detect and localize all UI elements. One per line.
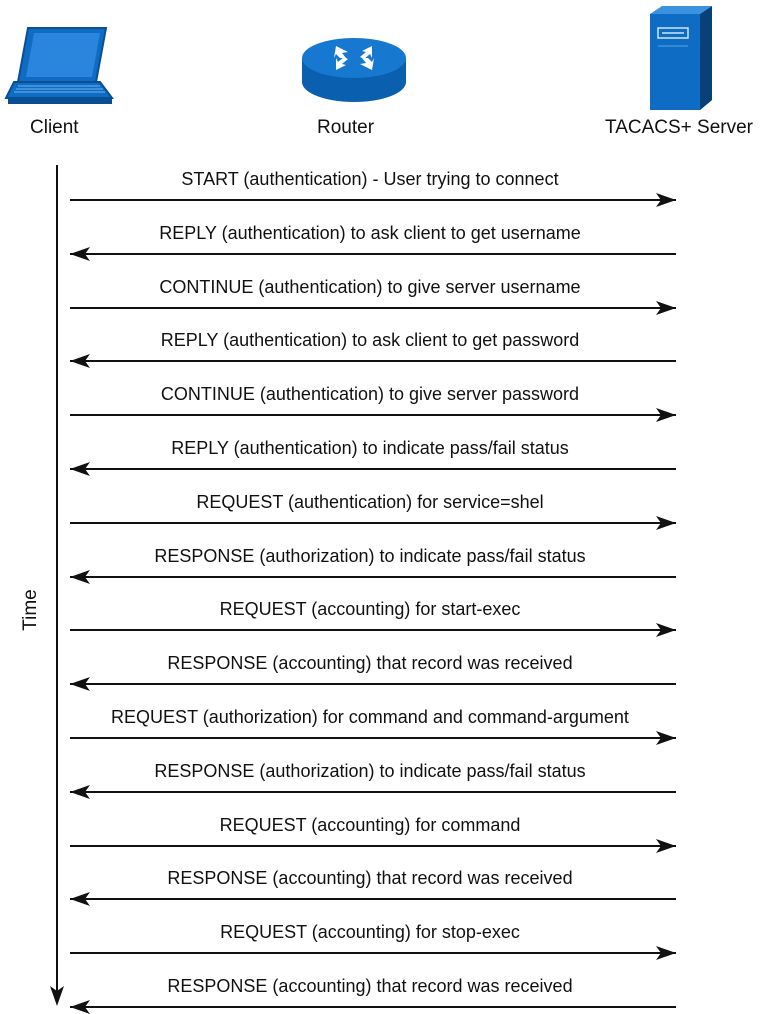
router-icon [302, 38, 406, 102]
message-arrowhead [656, 516, 676, 530]
message-arrowhead [656, 408, 676, 422]
message-label: REQUEST (accounting) for command [219, 815, 521, 835]
message-label: REPLY (authentication) to ask client to … [160, 330, 580, 350]
time-axis-label: Time [20, 589, 41, 631]
message-arrowhead [656, 731, 676, 745]
message-label: REPLY (authentication) to indicate pass/… [171, 438, 569, 458]
message-arrowhead [70, 1000, 90, 1014]
message-label: CONTINUE (authentication) to give server… [159, 277, 581, 297]
message-arrowhead [70, 677, 90, 691]
message-label: REQUEST (authentication) for service=she… [196, 492, 544, 512]
message-label: RESPONSE (accounting) that record was re… [167, 868, 573, 888]
message-arrowhead [656, 301, 676, 315]
message-arrowhead [70, 785, 90, 799]
message-arrowhead [656, 623, 676, 637]
message-label: REQUEST (accounting) for start-exec [219, 599, 521, 619]
message-arrowhead [656, 193, 676, 207]
message-label: CONTINUE (authentication) to give server… [160, 384, 580, 404]
message-label: RESPONSE (authorization) to indicate pas… [154, 761, 586, 781]
client-label: Client [30, 117, 79, 138]
laptop-icon [4, 27, 114, 104]
time-axis-arrowhead [50, 986, 64, 1006]
message-arrowhead [656, 839, 676, 853]
message-label: START (authentication) - User trying to … [181, 169, 559, 189]
message-arrowhead [70, 570, 90, 584]
message-label: RESPONSE (authorization) to indicate pas… [154, 546, 586, 566]
message-arrowhead [70, 462, 90, 476]
message-arrowhead [656, 946, 676, 960]
message-label: REQUEST (authorization) for command and … [111, 707, 629, 727]
server-tower-icon [650, 6, 712, 110]
message-arrowhead [70, 247, 90, 261]
message-label: REQUEST (accounting) for stop-exec [220, 922, 520, 942]
message-label: RESPONSE (accounting) that record was re… [167, 976, 573, 996]
message-label: RESPONSE (accounting) that record was re… [167, 653, 573, 673]
server-label: TACACS+ Server [605, 117, 753, 138]
message-arrowhead [70, 892, 90, 906]
message-label: REPLY (authentication) to ask client to … [159, 223, 581, 243]
message-arrowhead [70, 354, 90, 368]
router-label: Router [317, 117, 375, 138]
